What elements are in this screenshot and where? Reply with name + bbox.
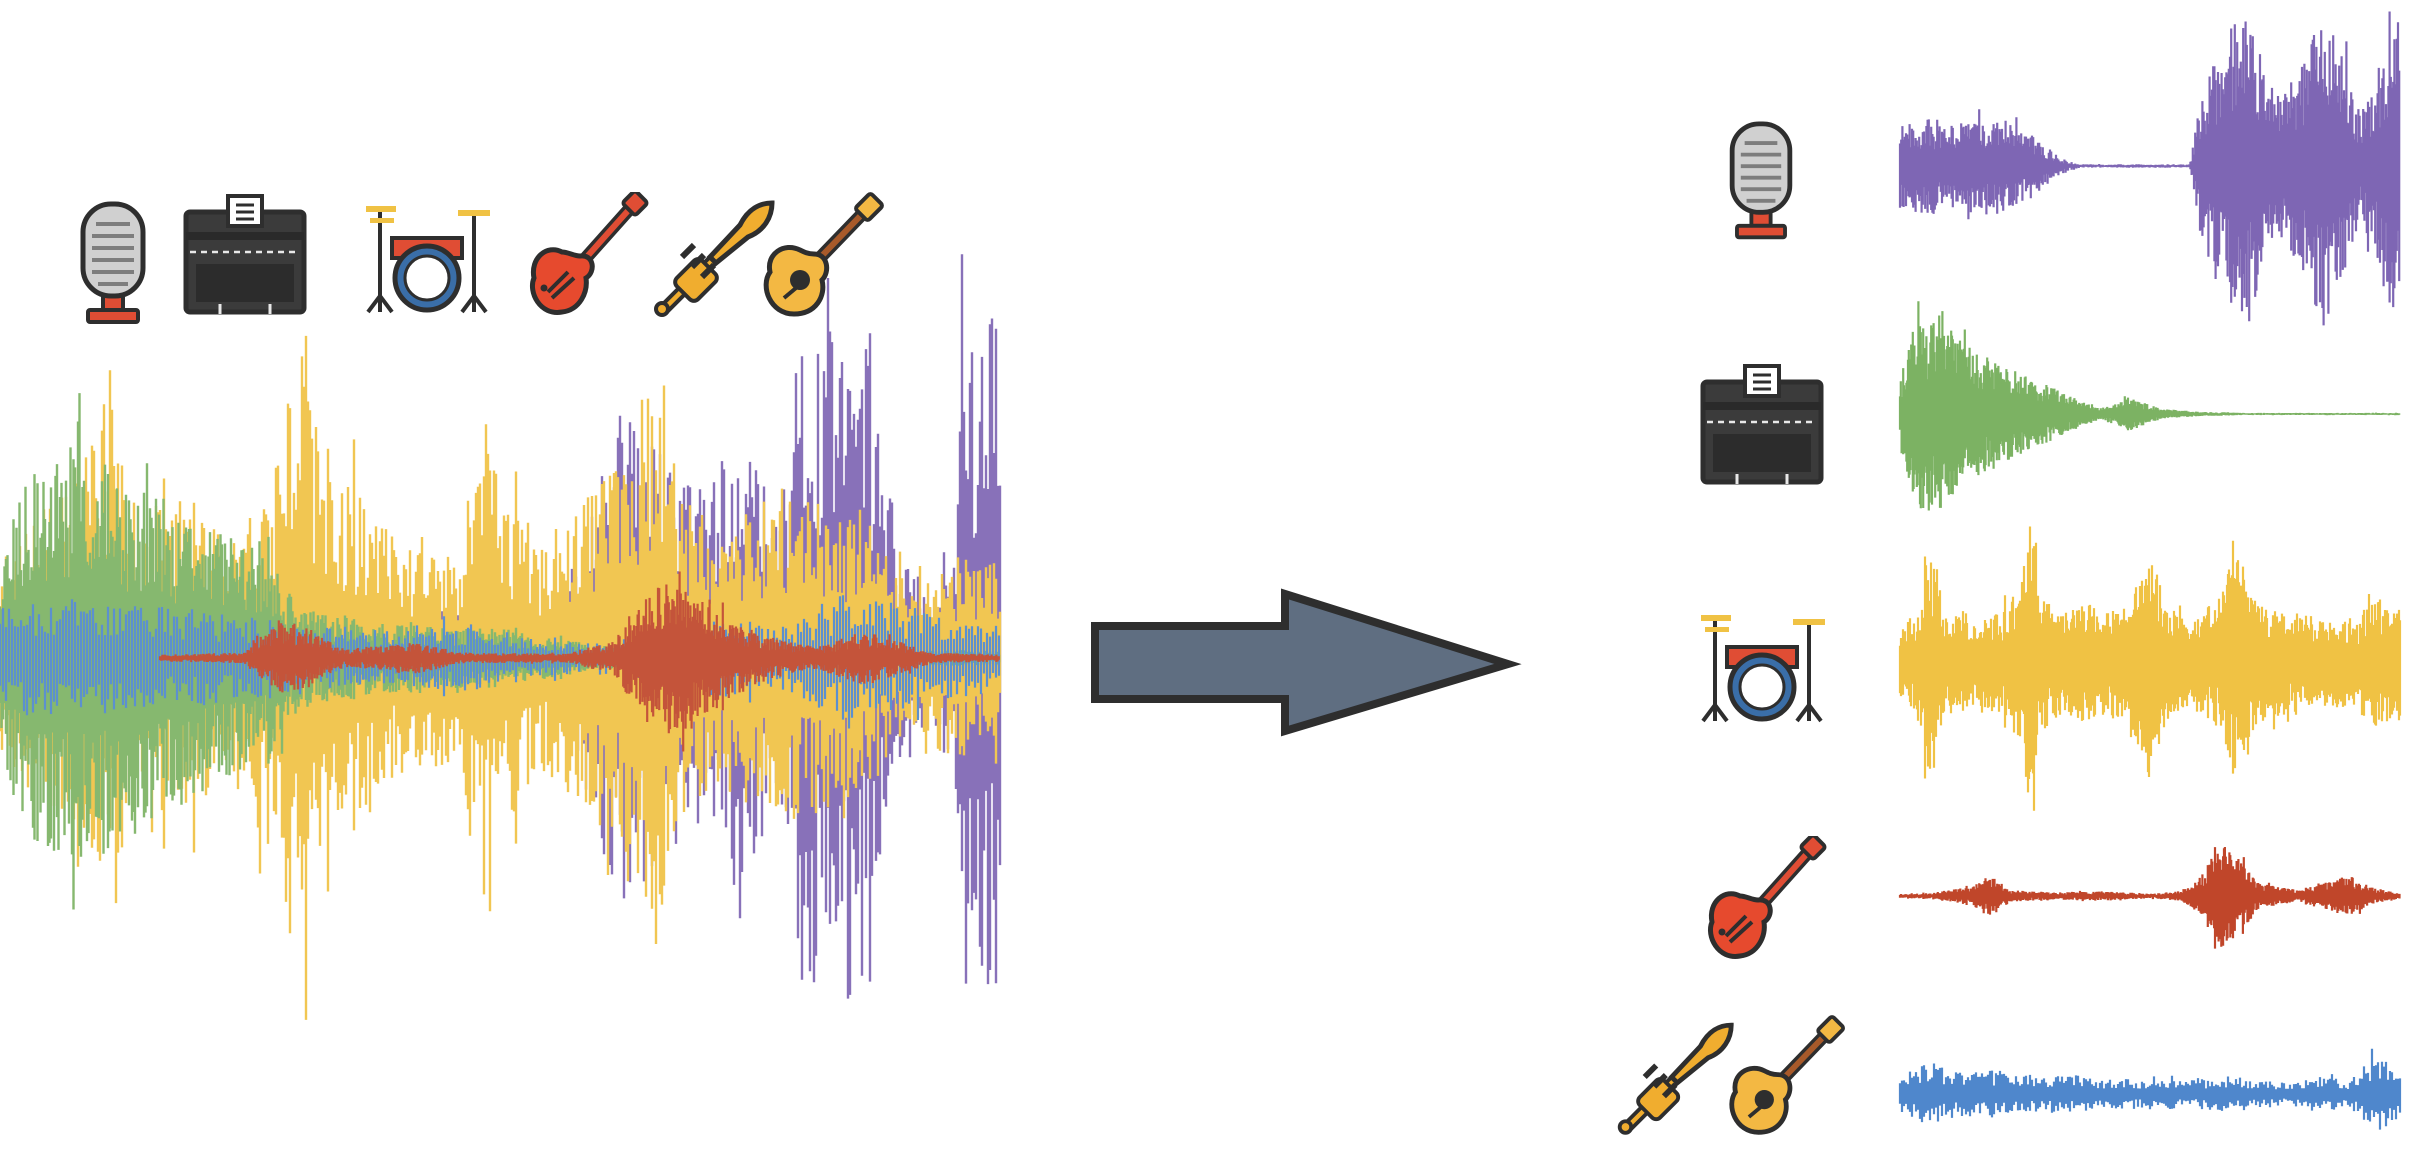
stem-vocals xyxy=(1732,11,2401,326)
trumpet-icon xyxy=(1620,1025,1732,1133)
electric-guitar-icon xyxy=(1710,834,1825,956)
separated-stems xyxy=(1620,11,2402,1133)
stem-drums-waveform xyxy=(1898,526,2402,811)
input-instrument-icons xyxy=(83,190,883,322)
electric-guitar-icon xyxy=(532,190,647,312)
stem-drums xyxy=(1701,526,2402,811)
stem-piano xyxy=(1703,301,2401,511)
acoustic-guitar-icon xyxy=(766,193,883,314)
microphone-icon xyxy=(1732,124,1790,237)
piano-icon xyxy=(1703,366,1821,484)
stem-vocals-waveform xyxy=(1898,11,2401,326)
stem-bass-waveform xyxy=(1898,847,2401,949)
drum-kit-icon xyxy=(1701,615,1825,721)
microphone-icon xyxy=(83,204,143,322)
trumpet-icon xyxy=(656,203,772,315)
drum-kit-icon xyxy=(366,206,490,312)
stem-bass xyxy=(1710,834,2401,956)
acoustic-guitar-icon xyxy=(1732,1016,1844,1132)
stem-piano-waveform xyxy=(1898,301,2401,511)
mixture-waveform xyxy=(0,254,1002,1020)
stem-other-waveform xyxy=(1898,1048,2402,1130)
piano-icon xyxy=(186,196,304,314)
mixture-bass-layer xyxy=(158,571,1000,752)
stem-other xyxy=(1620,1016,2402,1133)
right-arrow-icon xyxy=(1091,588,1522,737)
